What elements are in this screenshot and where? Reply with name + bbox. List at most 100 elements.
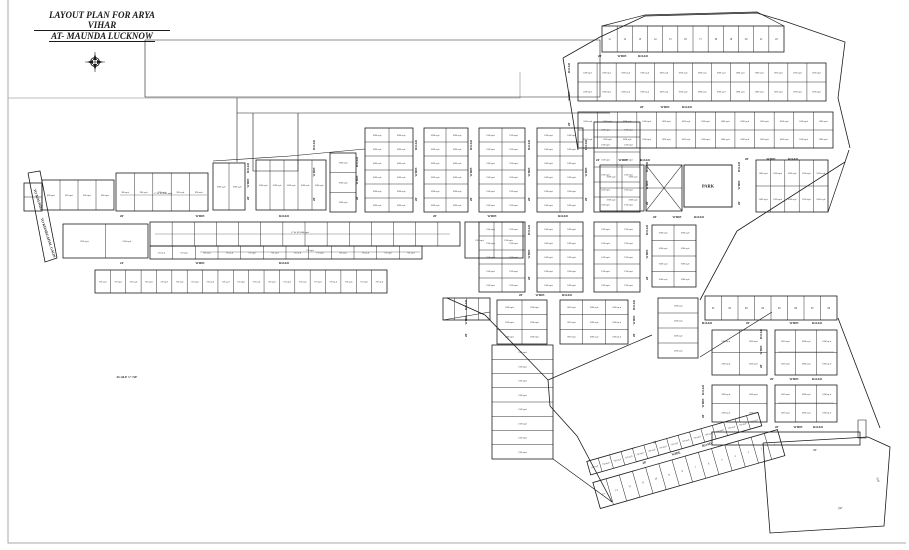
plot-area-label: 1000 sq.ft: [755, 90, 764, 93]
plot-area-label: 750 sq.ft: [176, 280, 184, 283]
plot-area-label: 750 sq.ft: [682, 438, 691, 443]
plot-area-label: 1500 sq.ft: [624, 173, 633, 176]
plot-divider: [724, 444, 733, 471]
road-label-vertical: 20': [701, 414, 705, 418]
plot-area-label: 1500 sq.ft: [486, 256, 495, 259]
plot-area-label: 750 sq.ft: [299, 280, 307, 283]
plot-area-label: 750 sq.ft: [145, 280, 153, 283]
plot-area-label: 1000 sq.ft: [721, 412, 730, 415]
plot-area-label: 1000 sq.ft: [721, 120, 730, 123]
plot-number: 15: [669, 38, 672, 41]
road-label: 20': [775, 425, 779, 429]
plot-area-label: 2000 sq.ft: [505, 336, 514, 339]
plot-divider: [643, 445, 648, 459]
plot-area-label: 1000 sq.ft: [301, 184, 310, 187]
plot-area-label: 800 sq.ft: [83, 194, 91, 197]
plot-area-label: 1500 sq.ft: [624, 242, 633, 245]
plot-area-label: 1000 sq.ft: [567, 134, 576, 137]
plot-area-label: 1500 sq.ft: [624, 270, 633, 273]
south-taper: [446, 297, 613, 503]
plot-area-label: 1000 sq.ft: [233, 185, 242, 188]
road-label: 24': [596, 158, 600, 162]
plot-area-label: 900 sq.ft: [158, 191, 166, 194]
plot-area-label: 750 sq.ft: [360, 280, 368, 283]
plot-area-label: 2000 sq.ft: [530, 306, 539, 309]
plot-area-label: 1000 sq.ft: [373, 162, 382, 165]
plot-area-label: 2000 sq.ft: [505, 321, 514, 324]
road-label: ROAD: [682, 105, 692, 109]
plot-area-label: 1000 sq.ft: [544, 176, 553, 179]
park-label: PARK: [702, 184, 715, 189]
plot-area-label: 1000 sq.ft: [621, 71, 630, 74]
road-label-vertical: ROAD: [246, 163, 250, 173]
plot-divider: [597, 458, 603, 472]
plot-area-label: 1000 sq.ft: [431, 204, 440, 207]
plot-area-label: 750 sq.ft: [226, 251, 234, 254]
plot-divider: [655, 441, 660, 456]
plot-divider: [609, 454, 614, 469]
road-label-vertical: ROAD: [701, 385, 705, 395]
plot-area-label: 1000 sq.ft: [760, 138, 769, 141]
plot-divider: [750, 437, 759, 464]
plot-area-label: 1500 sq.ft: [624, 188, 633, 191]
plot-divider: [746, 415, 751, 430]
plot-block: [711, 431, 861, 446]
road-label: WIDE: [672, 215, 682, 219]
road-label-vertical: ROAD: [414, 140, 418, 150]
reserved-land: [762, 436, 891, 534]
east-wedge: [827, 161, 846, 213]
plot-area-label: 1000 sq.ft: [431, 134, 440, 137]
plot-number: 18: [714, 38, 717, 41]
plot-number: 5: [721, 458, 724, 461]
plot-number: 12: [623, 38, 626, 41]
plot-area-label: 1000 sq.ft: [812, 71, 821, 74]
plot-divider: [620, 451, 626, 466]
plot-area-label: 1000 sq.ft: [567, 306, 576, 309]
title-line-1: LAYOUT PLAN FOR ARYA VIHAR: [34, 10, 170, 31]
connector: [857, 419, 867, 439]
plot-area-label: 1000 sq.ft: [721, 340, 730, 343]
plot-area-label: 1000 sq.ft: [759, 198, 768, 201]
road-label: 20': [519, 293, 523, 297]
plot-area-label: 750 sq.ft: [407, 251, 415, 254]
plot-area-label: 1000 sq.ft: [682, 138, 691, 141]
plot-area-label: 750 sq.ft: [670, 441, 679, 446]
road-label-vertical: WIDE: [567, 91, 571, 101]
plot-area-label: 1500 sq.ft: [509, 176, 518, 179]
dimension: 30': [652, 440, 657, 445]
plot-area-label: 1000 sq.ft: [453, 204, 462, 207]
road-label: 24': [120, 261, 124, 265]
plot-area-label: 1000 sq.ft: [567, 228, 576, 231]
road-label: WIDE: [789, 377, 799, 381]
plot-area-label: 1000 sq.ft: [774, 71, 783, 74]
plot-area-label: 1000 sq.ft: [773, 172, 782, 175]
road-label-vertical: ROAD: [584, 140, 588, 150]
plot-area-label: 1000 sq.ft: [453, 190, 462, 193]
plot-area-label: 1000 sq.ft: [698, 71, 707, 74]
plot-area-label: 1000 sq.ft: [781, 412, 790, 415]
road-label: 20': [770, 377, 774, 381]
plot-area-label: 1000 sq.ft: [780, 138, 789, 141]
plot-area-label: 1500 sq.ft: [509, 134, 518, 137]
plot-number: 13: [639, 38, 642, 41]
plot-area-label: 750 sq.ft: [705, 432, 714, 437]
plot-area-label: 1000 sq.ft: [217, 185, 226, 188]
plot-area-label: 1000 sq.ft: [640, 71, 649, 74]
plot-area-label: 1000 sq.ft: [373, 134, 382, 137]
road-name-to-maunda: TO MAUNDA: [33, 188, 44, 211]
road-label-vertical: 20': [527, 197, 531, 201]
plot-area-label: 750 sq.ft: [602, 461, 611, 466]
road-label: ROAD: [638, 54, 648, 58]
road-label: 20': [433, 214, 437, 218]
plot-number: 1: [774, 443, 777, 446]
plot-area-label: 1000 sq.ft: [642, 120, 651, 123]
plot-number: 13: [615, 488, 619, 492]
scale-note: SCALE 1"=50': [117, 375, 138, 379]
plot-area-label: 1000 sq.ft: [816, 172, 825, 175]
plot-area-label: 1000 sq.ft: [659, 232, 668, 235]
plot-divider: [764, 433, 772, 460]
